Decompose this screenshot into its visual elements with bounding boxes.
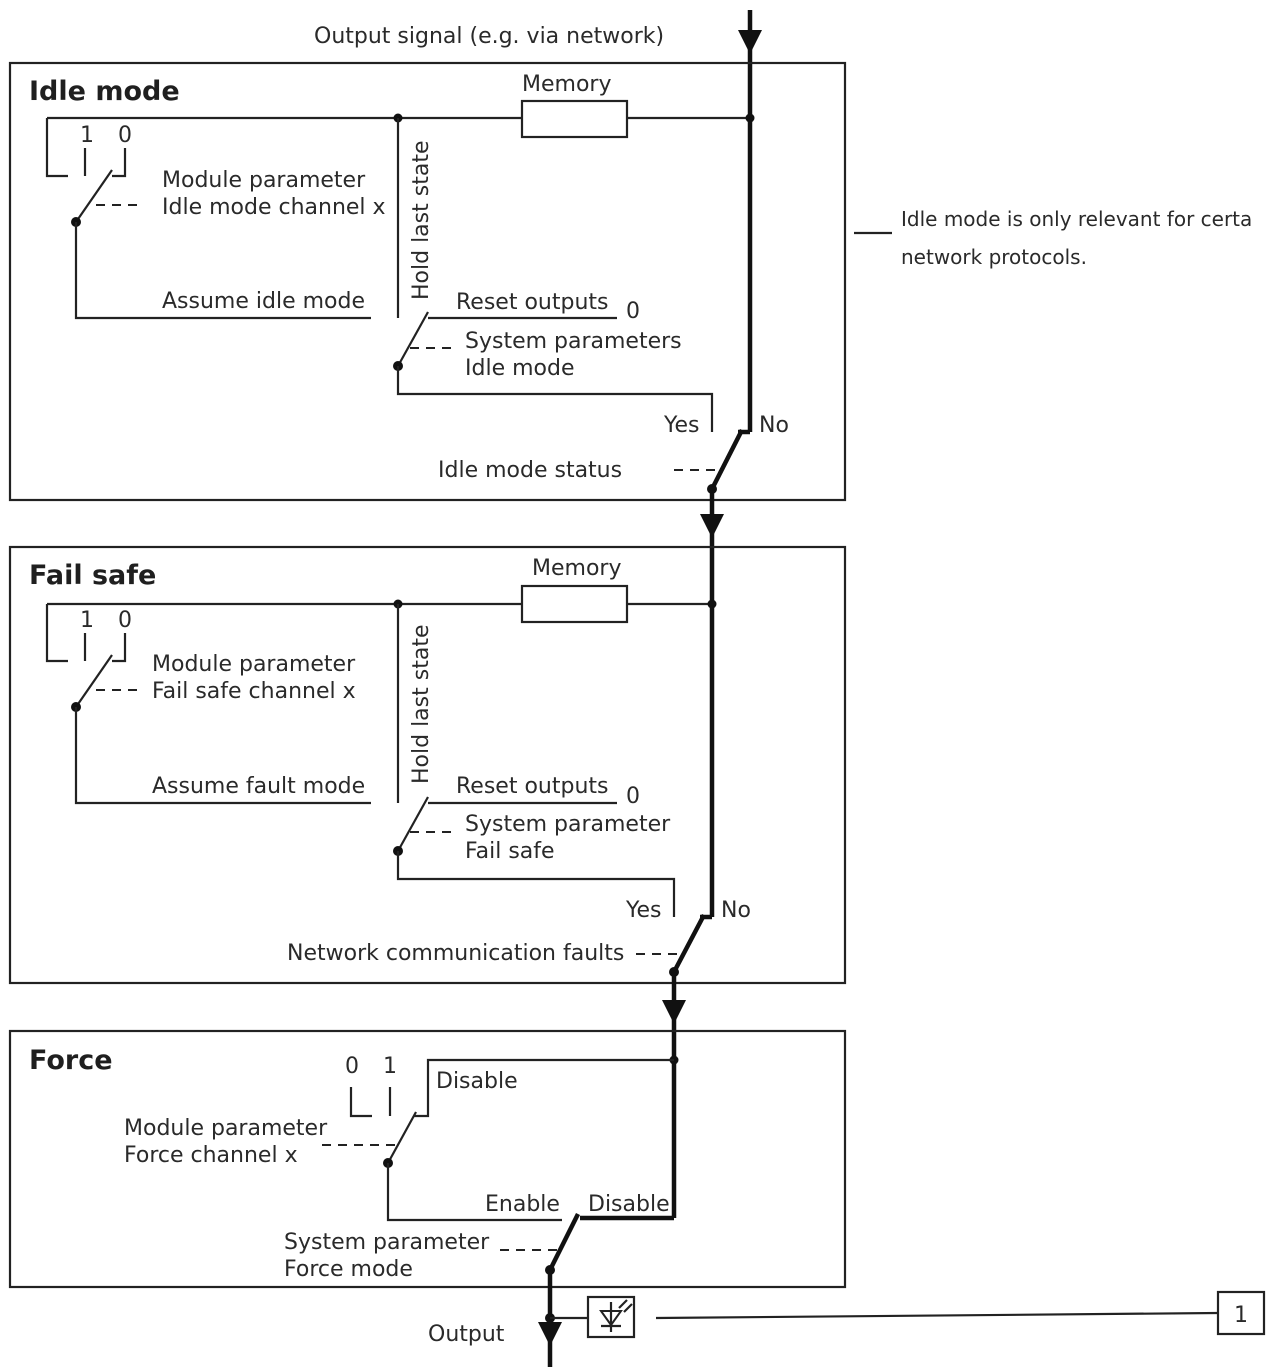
failsafe-no-label: No	[721, 898, 751, 923]
idle-no-label: No	[759, 413, 789, 438]
failsafe-memory-box	[520, 584, 629, 624]
failsafe-module-switch	[75, 654, 113, 708]
idle-mode-frame	[8, 61, 847, 502]
idle-module-param-line1: Module parameter	[162, 168, 366, 193]
idle-status-switch	[709, 428, 745, 491]
arrow-failsafe-to-force-icon	[662, 1000, 686, 1024]
note-line1: Idle mode is only relevant for certa	[901, 207, 1252, 231]
idle-reset-outputs: Reset outputs	[456, 290, 608, 315]
fail-safe-frame	[8, 545, 847, 985]
failsafe-module-param-line2: Fail safe channel x	[152, 679, 356, 704]
idle-reset-zero: 0	[626, 299, 640, 324]
failsafe-yes-label: Yes	[625, 898, 662, 923]
force-module-param-line2: Force channel x	[124, 1143, 298, 1168]
idle-mode-title: Idle mode	[29, 76, 180, 107]
idle-system-switch	[397, 311, 429, 367]
output-label: Output	[428, 1322, 505, 1347]
force-switch-0-label: 0	[345, 1054, 359, 1079]
force-enable-label: Enable	[485, 1192, 560, 1217]
force-title: Force	[29, 1045, 113, 1076]
callout-number: 1	[1234, 1303, 1248, 1328]
force-disable-top: Disable	[436, 1069, 518, 1094]
force-block: Force Disable 0 1 Module parameter Force…	[8, 1029, 847, 1289]
note-line2: network protocols.	[901, 245, 1087, 269]
idle-hold-last-state: Hold last state	[409, 141, 434, 300]
failsafe-system-param-line1: System parameter	[465, 812, 671, 837]
fail-safe-title: Fail safe	[29, 560, 156, 591]
failsafe-reset-outputs: Reset outputs	[456, 774, 608, 799]
led-diode-icon	[586, 1295, 636, 1339]
idle-module-param-line2: Idle mode channel x	[162, 195, 386, 220]
failsafe-faults-label: Network communication faults	[287, 941, 624, 966]
fail-safe-block: Fail safe Memory 1 0 Module parameter Fa…	[8, 545, 847, 985]
failsafe-system-switch	[397, 796, 429, 852]
callout-box	[1216, 1290, 1266, 1336]
idle-assume-label: Assume idle mode	[162, 289, 365, 314]
failsafe-reset-zero: 0	[626, 784, 640, 809]
force-system-param-line1: System parameter	[284, 1230, 490, 1255]
force-mode-switch	[547, 1212, 581, 1272]
failsafe-assume-label: Assume fault mode	[152, 774, 365, 799]
idle-memory-label: Memory	[522, 72, 611, 97]
failsafe-hold-last-state: Hold last state	[409, 625, 434, 784]
failsafe-module-param-line1: Module parameter	[152, 652, 356, 677]
idle-module-switch	[75, 169, 113, 223]
idle-mode-block: Idle mode Memory 1 0 Module parameter Id…	[8, 61, 847, 502]
failsafe-memory-label: Memory	[532, 556, 621, 581]
force-disable-bottom: Disable	[588, 1192, 670, 1217]
force-frame	[8, 1029, 847, 1289]
failsafe-system-param-line2: Fail safe	[465, 839, 555, 864]
force-module-param-line1: Module parameter	[124, 1116, 328, 1141]
output-arrow-icon	[538, 1322, 562, 1346]
idle-system-param-line2: Idle mode	[465, 356, 574, 381]
callout-leader-line	[655, 1311, 1219, 1320]
force-switch-1-label: 1	[383, 1054, 397, 1079]
failsafe-switch-0-label: 0	[118, 608, 132, 633]
idle-memory-box	[520, 99, 629, 139]
failsafe-faults-switch	[672, 913, 706, 974]
idle-yes-label: Yes	[663, 413, 700, 438]
arrow-idle-to-failsafe-icon	[700, 514, 724, 538]
idle-system-param-line1: System parameters	[465, 329, 682, 354]
idle-switch-1-label: 1	[80, 123, 94, 148]
force-system-param-line2: Force mode	[284, 1257, 413, 1282]
idle-switch-0-label: 0	[118, 123, 132, 148]
failsafe-switch-1-label: 1	[80, 608, 94, 633]
output-signal-label: Output signal (e.g. via network)	[314, 24, 664, 49]
input-arrow-icon	[738, 30, 762, 54]
idle-status-label: Idle mode status	[438, 458, 622, 483]
force-module-switch	[387, 1111, 417, 1164]
